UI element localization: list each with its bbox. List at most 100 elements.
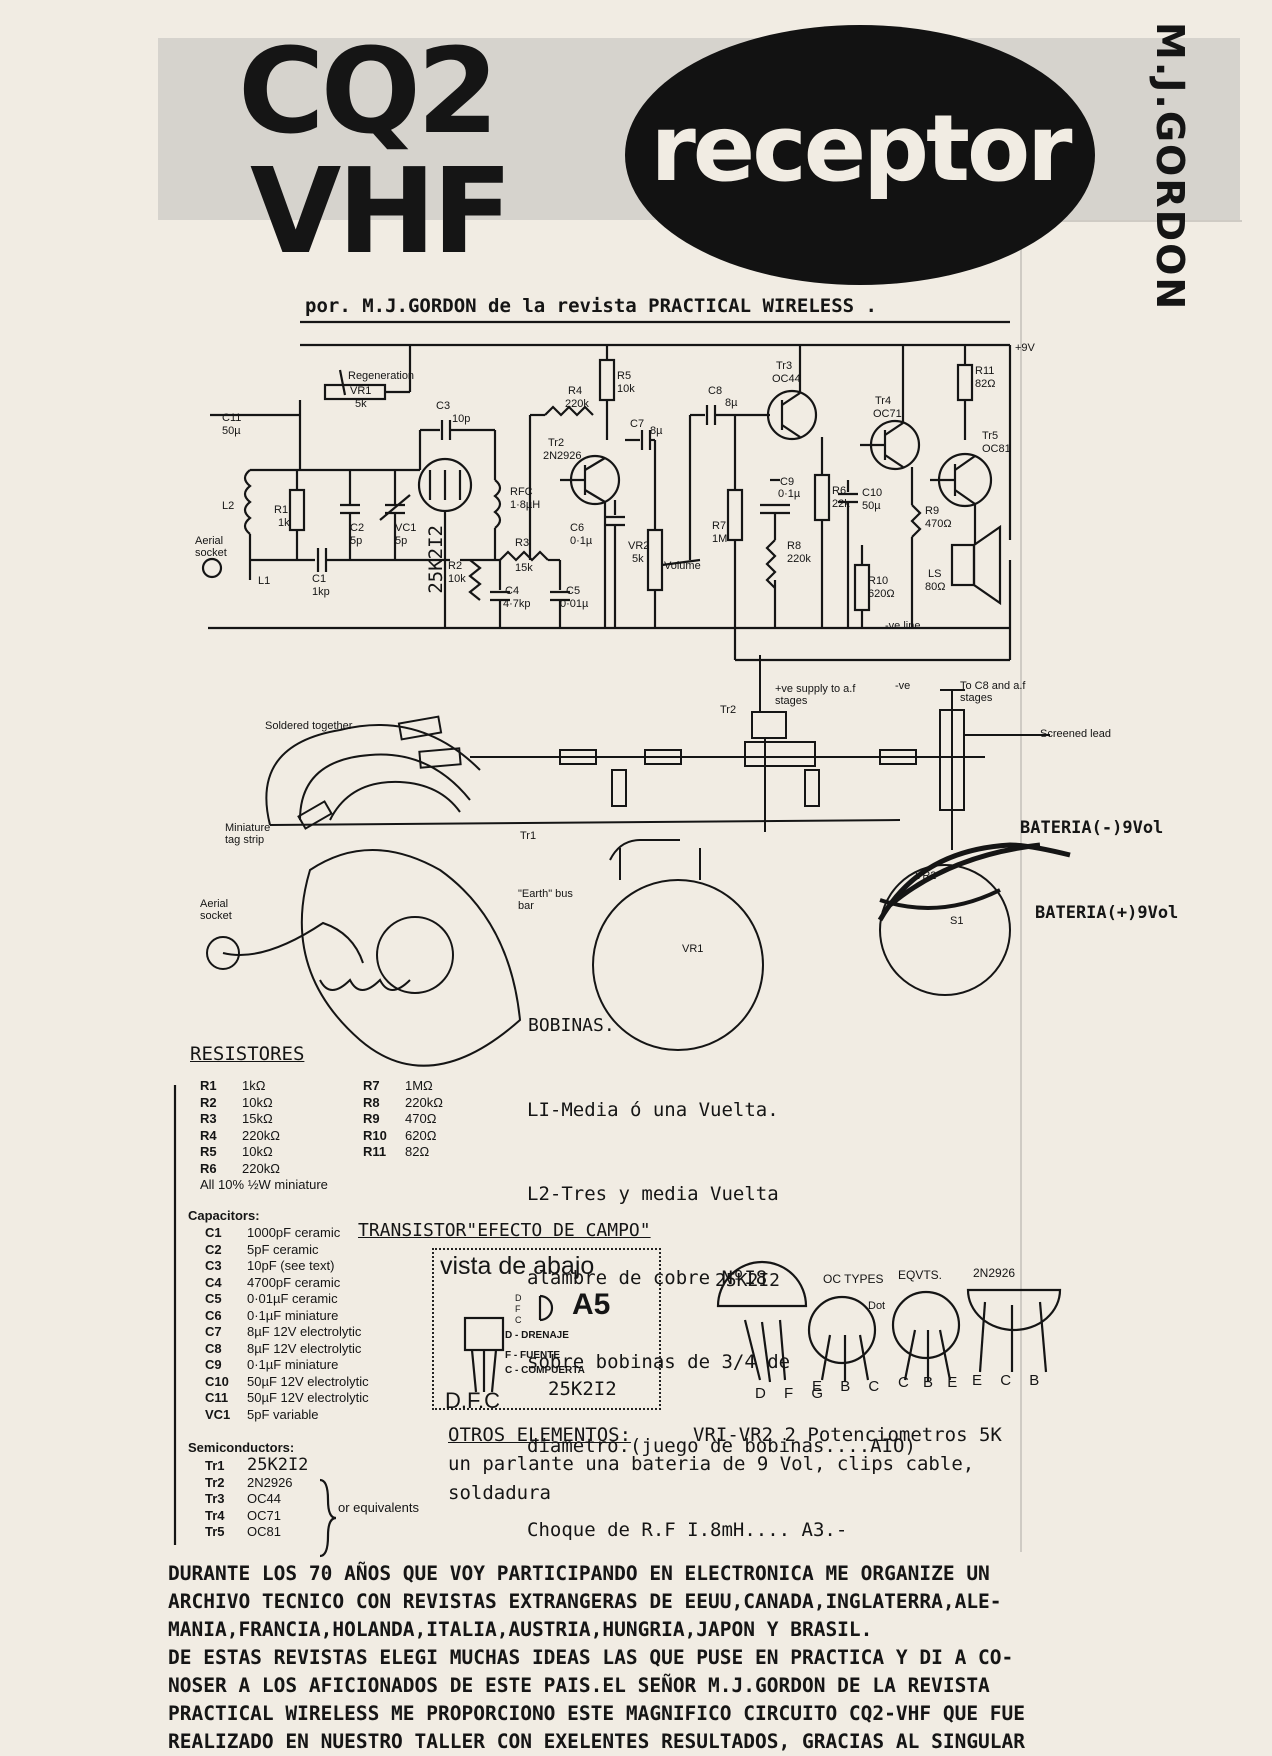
label-tr1: Tr1	[520, 830, 537, 842]
capacitor-id: C7	[205, 1324, 222, 1339]
pin-letter: B	[840, 1378, 851, 1395]
capacitor-val: 0·1µF miniature	[247, 1357, 339, 1372]
label-ls-val: 80Ω	[925, 581, 946, 593]
label-c8-val: 8µ	[725, 397, 738, 409]
capacitor-id: C8	[205, 1340, 222, 1356]
title-receptor: receptor	[650, 95, 1072, 202]
bobinas-list: LI-Media ó una Vuelta. L2-Tres y media V…	[527, 1040, 916, 1572]
semiconductor-id: Tr5	[205, 1524, 225, 1539]
capacitors-title: Capacitors:	[188, 1208, 260, 1223]
capacitor-id: C11	[205, 1390, 229, 1405]
resistor-val: 220kΩ	[405, 1094, 443, 1110]
pinout-pins-2n2926: E C B	[972, 1372, 1039, 1389]
label-c8: C8	[708, 385, 723, 397]
label-r4: R4	[568, 385, 583, 397]
pin-letter: F	[784, 1385, 794, 1402]
paragraph-line: MANIA,FRANCIA,HOLANDA,ITALIA,AUSTRIA,HUN…	[168, 1618, 873, 1641]
label-r2: R2	[448, 560, 463, 572]
label-s1: S1	[950, 915, 964, 927]
capacitor-val: 4700pF ceramic	[247, 1274, 341, 1290]
label-tr3: Tr3	[776, 360, 793, 372]
semiconductor-val: 25K2I2	[247, 1455, 309, 1475]
label-tr5-type: OC81	[982, 443, 1011, 455]
label-c7-val: 8µ	[650, 425, 663, 437]
label-bateria-pos: BATERIA(+)9Vol	[1035, 903, 1179, 923]
fet-pinout-box	[432, 1248, 661, 1410]
pin-letter: B	[923, 1374, 934, 1391]
otros-line1: VRI-VR2 2 Potenciometros 5K	[693, 1424, 1002, 1446]
capacitor-id: VC1	[205, 1406, 231, 1422]
label-vr2-layout: VR2	[915, 870, 937, 882]
pin-letter: E	[947, 1374, 958, 1391]
semiconductor-val: OC44	[247, 1491, 281, 1506]
label-tr4: Tr4	[875, 395, 892, 407]
label-regeneration: Regeneration	[348, 370, 415, 382]
semiconductor-val: OC81	[247, 1524, 281, 1539]
paragraph-line: DE ESTAS REVISTAS ELEGI MUCHAS IDEAS LAS…	[168, 1646, 1014, 1669]
label-tr5: Tr5	[982, 430, 999, 442]
paragraph-line: ARCHIVO TECNICO CON REVISTAS EXTRANGERAS…	[168, 1590, 1002, 1613]
bobinas-title: BOBINAS.	[528, 1015, 615, 1036]
logo-cq2: CQ2	[238, 22, 499, 160]
resistor-val: 220kΩ	[242, 1160, 280, 1176]
label-r8-val: 220k	[787, 553, 811, 565]
pinout-dot: Dot	[868, 1300, 886, 1312]
label-vr2: VR2	[628, 540, 650, 552]
resistores-title: RESISTORES	[190, 1043, 305, 1065]
semiconductor-id: Tr2	[205, 1474, 225, 1490]
semiconductor-id: Tr4	[205, 1507, 225, 1523]
label-ve-supply: +ve supply to a.f stages	[775, 683, 856, 707]
label-miniature-tag: Miniature tag strip	[225, 822, 271, 846]
label-tr3-type: OC44	[772, 373, 801, 385]
label-aerial-socket-layout: Aerial socket	[200, 898, 232, 922]
label-r8: R8	[787, 540, 802, 552]
label-c3-val: 10p	[452, 413, 471, 425]
capacitor-id: C4	[205, 1274, 222, 1290]
label-r3: R3	[515, 537, 530, 549]
semiconductor-val: 2N2926	[247, 1474, 293, 1490]
pinout-label-oc-types: OC TYPES	[823, 1272, 884, 1286]
semiconductors-title: Semiconductors:	[188, 1440, 295, 1455]
label-r3-val: 15k	[515, 562, 533, 574]
article-paragraph: DURANTE LOS 70 AÑOS QUE VOY PARTICIPANDO…	[168, 1560, 1258, 1756]
label-c3: C3	[436, 400, 451, 412]
label-rfc-val: 1·8µH	[510, 499, 541, 511]
resistor-val: 82Ω	[405, 1144, 430, 1159]
capacitor-id: C3	[205, 1258, 222, 1273]
mini-pin-label: F	[515, 1304, 521, 1314]
resistor-val: 1kΩ	[242, 1078, 266, 1093]
byline: por. M.J.GORDON de la revista PRACTICAL …	[305, 295, 877, 317]
label-minus-ve: -ve	[895, 680, 911, 692]
pinout-pins-oc: E B C	[812, 1378, 879, 1395]
fet-price: A5	[572, 1288, 611, 1321]
resistor-id: R6	[200, 1160, 217, 1176]
label-r10-val: 620Ω	[868, 588, 895, 600]
resistor-id: R7	[363, 1078, 380, 1093]
capacitor-val: 8µF 12V electrolytic	[247, 1324, 362, 1339]
label-l1: L1	[258, 575, 271, 587]
resistor-id: R1	[200, 1078, 217, 1093]
label-r1-val: 1k	[278, 517, 290, 529]
label-r1: R1	[274, 504, 289, 516]
label-c2: C2	[350, 522, 365, 534]
label-ve-line: -ve line	[885, 620, 921, 632]
otros-title: OTROS ELEMENTOS:	[448, 1424, 632, 1446]
label-l2: L2	[222, 500, 235, 512]
capacitor-val: 1000pF ceramic	[247, 1225, 341, 1240]
bobinas-line: diametro.(juego de bobinas....AIO)	[527, 1435, 916, 1457]
label-c6-val: 0·1µ	[570, 535, 593, 547]
label-ls: LS	[928, 568, 942, 580]
label-to-c8: To C8 and a.f stages	[960, 680, 1026, 704]
resistors-note: All 10% ½W miniature	[200, 1177, 328, 1192]
mini-pin-label: C	[515, 1315, 522, 1325]
capacitor-val: 50µF 12V electrolytic	[247, 1373, 369, 1389]
pin-letter: E	[972, 1372, 983, 1389]
semiconductor-id: Tr3	[205, 1491, 225, 1506]
bobinas-line: L2-Tres y media Vuelta	[527, 1183, 779, 1205]
label-r11: R11	[975, 365, 995, 377]
bobinas-line: alambre de cobre NºI8	[527, 1267, 768, 1289]
resistor-id: R8	[363, 1094, 380, 1110]
label-c4-val: 4·7kp	[503, 598, 531, 610]
